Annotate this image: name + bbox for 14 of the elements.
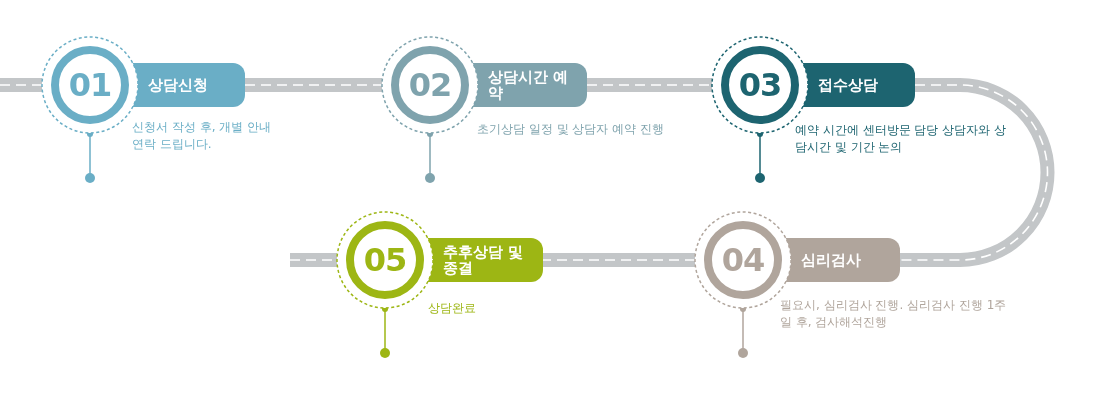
step-description: 필요시, 심리검사 진행. 심리검사 진행 1주일 후, 검사해석진행: [780, 297, 1008, 332]
step-description: 신청서 작성 후, 개별 안내 연락 드립니다.: [132, 119, 273, 154]
step-description: 예약 시간에 센터방문 담당 상담자와 상담시간 및 기간 논의: [795, 122, 1008, 157]
step-number: 04: [720, 240, 766, 280]
step-description: 초기상담 일정 및 상담자 예약 진행: [477, 121, 666, 138]
road: [586, 78, 713, 92]
step-number: 01: [67, 65, 113, 105]
step-number: 03: [737, 65, 783, 105]
step-number: 05: [362, 240, 408, 280]
step-description: 상담완료: [428, 300, 477, 317]
road: [542, 253, 696, 267]
road: [899, 78, 1055, 267]
road: [244, 78, 383, 92]
step-number: 02: [407, 65, 453, 105]
